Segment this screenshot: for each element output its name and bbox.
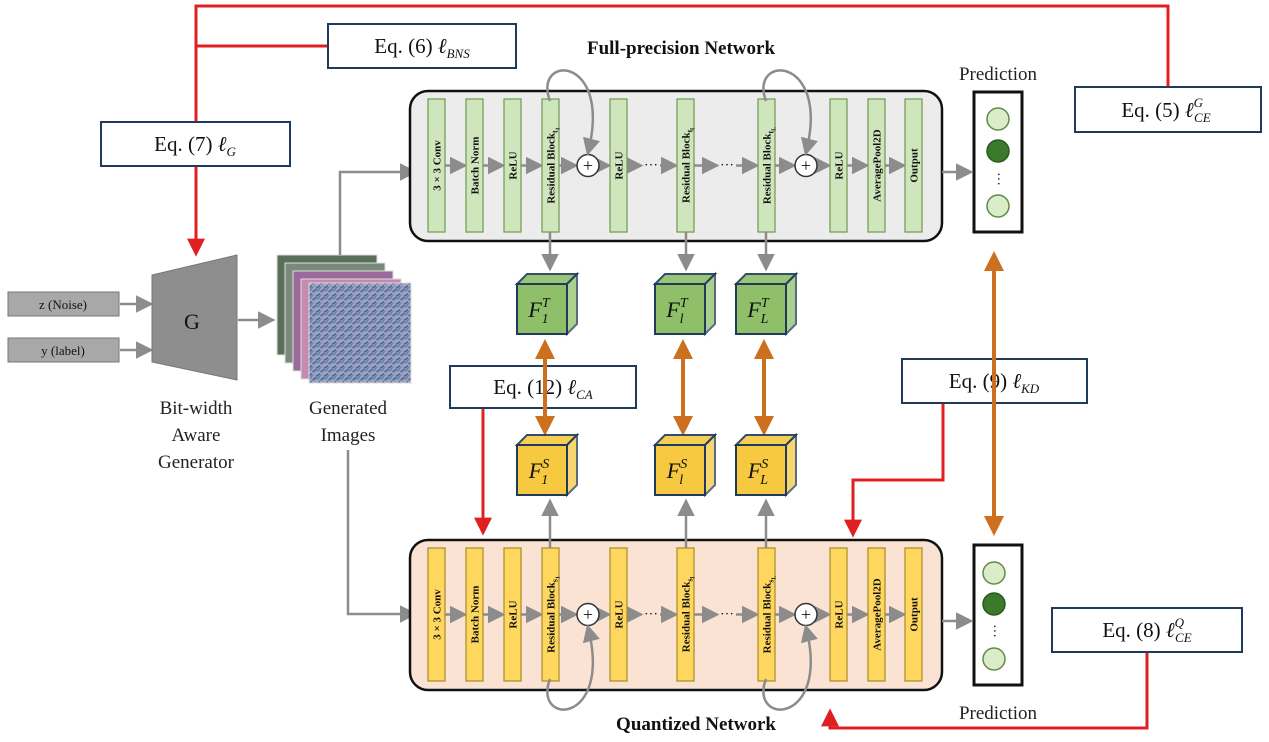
layer-average-pool [867,547,886,682]
layer-label: Output [909,597,921,632]
plus-sign: + [801,605,811,625]
layer-label: Residual BlocktL [762,127,778,204]
layer-label: ReLU [834,600,846,628]
svg-text:···: ··· [990,172,1005,186]
layer-label: 3 × 3 Conv [432,589,444,640]
generator-block: G [151,254,238,381]
svg-text:Eq. (7) ℓG: Eq. (7) ℓG [154,132,236,159]
plus-sign: + [583,605,593,625]
layer-label: 3 × 3 Conv [432,140,444,191]
prediction-panel-student: ··· [972,543,1024,687]
eq-box-bns: Eq. (6) ℓBNS [327,23,517,69]
skip-connection [546,69,600,156]
prediction-label-bottom: Prediction [959,703,1038,724]
generated-caption-2: Images [321,425,376,446]
layer-conv [427,98,446,233]
generator-caption-3: Generator [158,452,235,473]
svg-text:Eq. (12) ℓCA: Eq. (12) ℓCA [493,375,592,402]
layer-label: Residual BlocksL [762,576,778,654]
svg-text:y (label): y (label) [41,343,85,358]
eq-box-g: Eq. (7) ℓG [100,121,291,167]
teacher-layers: 3 × 3 Conv Batch Norm ReLU Residual Blockt1… [427,69,923,233]
prediction-panel-teacher: ··· [972,90,1024,234]
layer-batch-norm [465,98,484,233]
layer-relu [609,98,628,233]
layer-label: Batch Norm [470,137,482,195]
layer-conv [427,547,446,682]
svg-text:FTL: FTL [746,296,769,327]
skip-connection [762,624,818,711]
layer-label: AveragePool2D [872,129,884,202]
layer-label: ReLU [614,600,626,628]
layer-label: Residual Blocks1 [546,576,562,653]
generated-caption-1: Generated [309,398,388,419]
layer-output [904,98,923,233]
plus-sign: + [801,156,811,176]
generator-symbol: G [184,309,200,334]
svg-text:FT1: FT1 [527,296,550,327]
skip-connection [546,624,600,711]
layer-relu [503,547,522,682]
layer-label: Output [909,148,921,183]
generator-caption-2: Aware [172,425,221,446]
layer-output [904,547,923,682]
layer-label: ReLU [508,151,520,179]
svg-text:FS1: FS1 [528,457,549,488]
svg-text:FSL: FSL [747,457,768,488]
full-precision-title: Full-precision Network [587,38,775,59]
layer-label: Residual Blockt1 [546,127,562,203]
layer-relu [829,98,848,233]
ellipsis: ··· [644,159,658,174]
image-routing [338,163,418,623]
ellipsis: ··· [720,159,734,174]
svg-text:z (Noise): z (Noise) [39,297,87,312]
skip-connection [762,69,818,156]
generated-images [276,254,412,384]
prediction-label-top: Prediction [959,64,1038,85]
ellipsis: ··· [720,608,734,623]
layer-relu [503,98,522,233]
layer-average-pool [867,98,886,233]
plus-sign: + [583,156,593,176]
layer-label: Residual Blocktl [681,128,697,203]
svg-text:FSl: FSl [666,457,687,488]
noise-input: z (Noise) [7,291,120,317]
layer-label: AveragePool2D [872,578,884,651]
layer-relu [609,547,628,682]
quantized-title: Quantized Network [616,714,776,735]
layer-label: Batch Norm [470,586,482,644]
layer-label: ReLU [508,600,520,628]
layer-label: ReLU [614,151,626,179]
layer-label: Residual Blocksl [681,576,697,652]
svg-text:Eq. (6) ℓBNS: Eq. (6) ℓBNS [374,34,470,61]
layer-batch-norm [465,547,484,682]
label-input: y (label) [7,337,120,363]
svg-text:FTl: FTl [665,296,688,327]
ellipsis: ··· [644,608,658,623]
eq-bns-prefix: Eq. (6) [374,34,438,58]
generator-caption-1: Bit-width [160,398,233,419]
layer-relu [829,547,848,682]
svg-text:···: ··· [986,624,1001,638]
loss-lines [187,4,1170,730]
eq-box-ca: Eq. (12) ℓCA [449,365,637,409]
layer-label: ReLU [834,151,846,179]
student-layers: 3 × 3 Conv Batch Norm ReLU Residual Blocks1… [427,547,923,711]
